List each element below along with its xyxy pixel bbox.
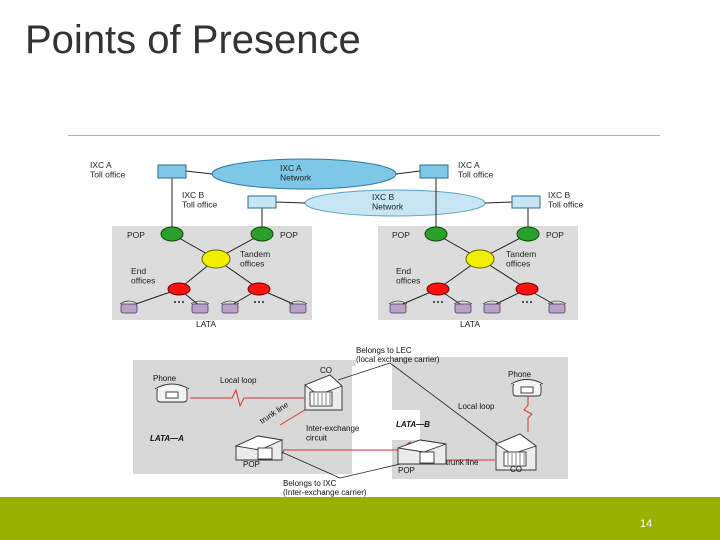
slide-title: Points of Presence [25,18,361,62]
belongs-to-lec-label: Belongs to LEC(local exchange carrier) [356,346,440,364]
pop-label: POP [392,230,410,240]
tandem-node [201,249,231,269]
end-office-node [247,282,271,296]
pop-label-lata-a: POP [243,460,260,469]
phone-label-lata-a: Phone [153,374,177,383]
telephone-icon [220,300,240,314]
ixc-a-toll-office-box-right [419,164,449,179]
end-office-node [167,282,191,296]
page-number: 14 [640,518,653,530]
pop-label: POP [546,230,564,240]
pop-node [424,226,448,242]
pop-building-lata-a [234,435,284,461]
title-divider [68,135,660,136]
lata-a-label: LATA—A [150,434,184,443]
end-office-node [426,282,450,296]
ixc-a-toll-office-box-left [157,164,187,179]
local-loop-label-lata-b: Local loop [458,402,495,411]
ixc-b-toll-office-box-right [511,195,541,209]
end-office-node [515,282,539,296]
telephone-icon [510,379,544,397]
pop-node [160,226,184,242]
telephone-icon [547,300,567,314]
telephone-icon [453,300,473,314]
lata-box-right [378,226,578,320]
telephone-icon [190,300,210,314]
co-building-lata-a [304,374,343,411]
belongs-to-ixc-label: Belongs to IXC(Inter-exchange carrier) [283,479,367,497]
co-building-lata-b [495,433,537,471]
pop-node [250,226,274,242]
telephone-icon [119,300,139,314]
trunk-line-label-lata-b: trunk line [446,458,479,467]
co-label-lata-a: CO [320,366,332,375]
lata-b-label: LATA—B [396,420,430,429]
pop-node [516,226,540,242]
footer-bar [0,497,720,540]
telephone-icon [288,300,308,314]
telephone-icon [154,383,190,403]
lata-box-left [112,226,312,320]
pop-label: POP [280,230,298,240]
local-loop-label-lata-a: Local loop [220,376,257,385]
telephone-icon [388,300,408,314]
co-label-lata-b: CO [510,465,522,474]
pop-building-lata-b [397,439,447,465]
lata-label: LATA [460,319,480,329]
lata-label: LATA [196,319,216,329]
ixc-b-toll-office-box-left [247,195,277,209]
tandem-node [465,249,495,269]
pop-label-lata-b: POP [398,466,415,475]
telephone-icon [482,300,502,314]
pop-label: POP [127,230,145,240]
phone-label-lata-b: Phone [508,370,532,379]
